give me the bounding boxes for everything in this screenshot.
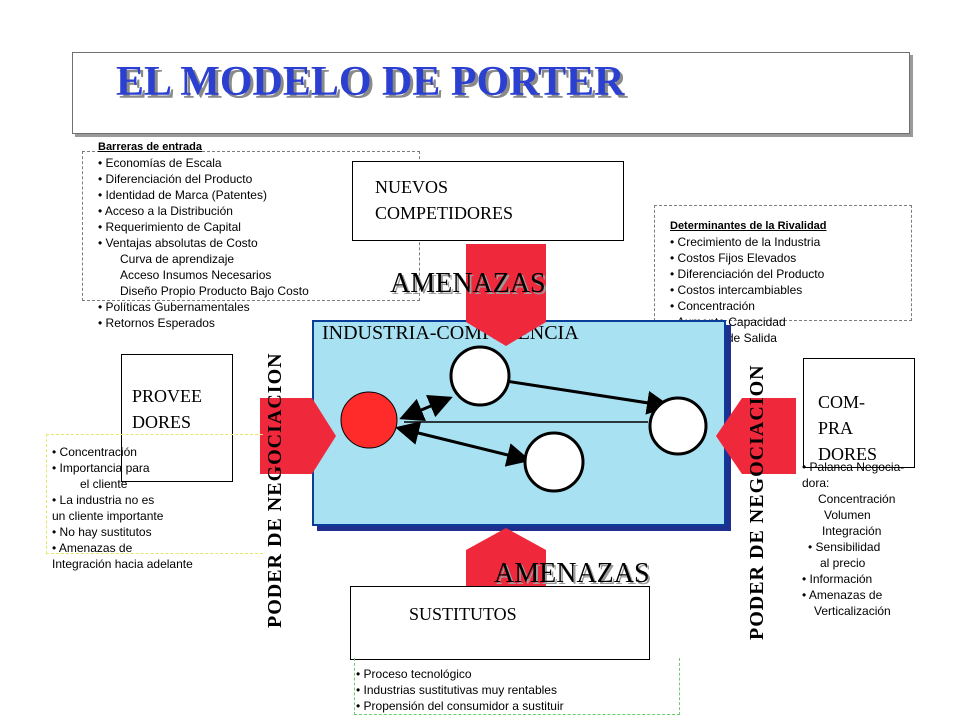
list-item: Integración hacia adelante (52, 557, 193, 571)
list-item: • Diferenciación del Producto (670, 267, 825, 281)
entry-barriers-note: Barreras de entrada • Economías de Escal… (98, 139, 309, 331)
list-item: • Proceso tecnológico (356, 667, 472, 681)
substitute-factors-frame (354, 658, 680, 715)
list-item: • Ventajas absolutas de Costo (98, 236, 258, 250)
list-item: Verticalización (814, 604, 891, 618)
entry-barriers-list: • Economías de Escala • Diferenciación d… (98, 155, 309, 331)
suppliers-line1: PROVEE (132, 386, 203, 406)
list-item: • Amenazas de (802, 588, 883, 602)
threat-arrow-up (466, 528, 546, 594)
new-competitors-line2: COMPETIDORES (375, 203, 514, 223)
rivalry-arrow (483, 369, 671, 415)
list-item: • Retornos Esperados (98, 316, 215, 330)
suppliers-box: PROVEE DORES (121, 354, 233, 482)
list-item: Integración (822, 524, 882, 538)
buyers-line2: PRA (818, 418, 854, 438)
list-item: • Requerimiento de Capital (98, 220, 241, 234)
list-item: • Identidad de Marca (Patentes) (98, 188, 267, 202)
list-item: • Sensibilidad (808, 540, 881, 554)
list-item: • Políticas Gubernamentales (98, 300, 250, 314)
list-item: el cliente (80, 477, 128, 491)
threat-arrow-down (466, 244, 546, 346)
rivalry-arrow (399, 395, 453, 421)
list-item: • Palanca Negocia- (802, 460, 905, 474)
list-item: un cliente importante (52, 509, 164, 523)
list-item: • Concentración (52, 445, 137, 459)
page-title: EL MODELO DE PORTER (116, 59, 625, 105)
buyer-power-label: PODER DE NEGOCIACION (746, 364, 768, 640)
buyer-power-arrow (716, 398, 796, 474)
suppliers-line2: DORES (132, 412, 192, 432)
new-competitors-line1: NUEVOS (375, 177, 449, 197)
substitute-factors-note: • Proceso tecnológico • Industrias susti… (356, 666, 564, 714)
rivalry-heading: Determinantes de la Rivalidad (670, 220, 827, 232)
supplier-power-arrow (260, 398, 336, 474)
supplier-factors-list: • Concentración • Importancia para el cl… (52, 444, 193, 572)
list-item: • Concentración (670, 299, 755, 313)
list-item: • La industria no es (52, 493, 155, 507)
list-item: • No hay sustitutos (52, 525, 152, 539)
list-item: • Costos Fijos Elevados (670, 251, 797, 265)
list-item: Curva de aprendizaje (120, 252, 235, 266)
buyer-factors-list: • Palanca Negocia- dora: Concentración V… (802, 459, 904, 619)
firm-circle-red (340, 391, 398, 449)
competitor-circle (648, 396, 708, 456)
list-item: al precio (820, 556, 866, 570)
list-item: • Información (802, 572, 873, 586)
list-item: • Propensión del consumidor a sustituir (356, 699, 564, 713)
buyers-line3: DORES (818, 444, 878, 464)
list-item: • Amenazas de (52, 541, 133, 555)
list-item: Volumen (824, 508, 871, 522)
substitute-factors-list: • Proceso tecnológico • Industrias susti… (356, 666, 564, 714)
threats-bottom-label: AMENAZAS (494, 558, 650, 589)
list-item: • Industrias sustitutivas muy rentables (356, 683, 557, 697)
buyer-factors-note: • Palanca Negocia- dora: Concentración V… (802, 459, 904, 619)
rivalry-arrow (395, 421, 531, 467)
list-item: dora: (802, 476, 830, 490)
list-item: • Diferenciación del Producto (98, 172, 253, 186)
supplier-factors-note: • Concentración • Importancia para el cl… (52, 444, 193, 572)
supplier-factors-frame (46, 434, 263, 554)
threats-top-label: AMENAZAS (390, 268, 546, 299)
title-banner (72, 52, 910, 134)
rivalry-frame (654, 205, 912, 321)
list-item: • Importancia para (52, 461, 150, 475)
list-item: Concentración (818, 492, 896, 506)
list-item: Acceso Insumos Necesarios (120, 268, 272, 282)
competitor-circle (523, 431, 585, 493)
new-competitors-box: NUEVOS COMPETIDORES (352, 161, 624, 241)
list-item: Diseño Propio Producto Bajo Costo (120, 284, 309, 298)
supplier-power-label: PODER DE NEGOCIACION (264, 352, 286, 628)
list-item: • Costos intercambiables (670, 283, 803, 297)
buyers-box: COM- PRA DORES (803, 358, 915, 468)
list-item: • Acceso a la Distribución (98, 204, 233, 218)
substitutes-label: SUSTITUTOS (409, 604, 517, 624)
list-item: • Economías de Escala (98, 156, 222, 170)
substitutes-box: SUSTITUTOS (350, 586, 650, 660)
entry-barriers-heading: Barreras de entrada (98, 141, 202, 153)
competitor-circle (449, 345, 511, 407)
buyers-line1: COM- (818, 392, 866, 412)
list-item: • Crecimiento de la Industria (670, 235, 821, 249)
